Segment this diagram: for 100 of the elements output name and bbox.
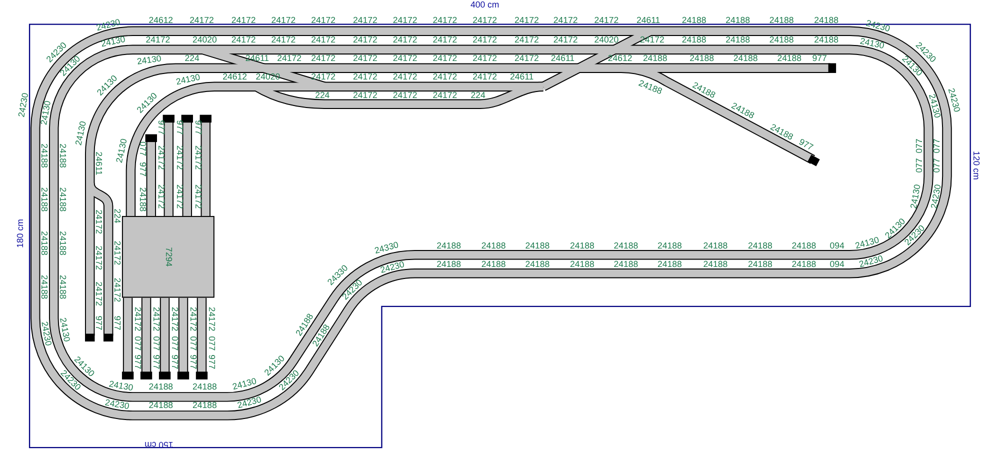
part-number: 24172 [514, 54, 539, 63]
part-number: 24172 [353, 72, 378, 82]
part-number: 24188 [703, 242, 728, 251]
part-number: 977 [206, 354, 216, 370]
part-number: 24230 [380, 260, 406, 275]
part-number: 24611 [550, 54, 575, 63]
part-number: 24020 [256, 72, 280, 82]
part-number: 24020 [594, 36, 619, 44]
part-number: 24172 [151, 306, 160, 332]
part-number: 077 [138, 142, 147, 156]
part-number: 24230 [930, 184, 943, 210]
part-number: 24172 [392, 16, 418, 25]
part-number: 24172 [392, 72, 418, 82]
part-number: 24172 [472, 36, 498, 44]
part-number: 077 [170, 336, 178, 351]
part-number: 24172 [190, 16, 214, 25]
part-number: 24172 [94, 246, 103, 270]
part-number: 24172 [156, 145, 165, 170]
part-number: 24188 [658, 260, 682, 269]
part-number: 224 [184, 54, 200, 63]
part-number: 24188 [690, 54, 714, 63]
part-number: 24188 [814, 36, 839, 44]
part-number: 24172 [271, 16, 296, 25]
part-number: 24172 [353, 54, 378, 63]
part-number: 24188 [682, 36, 706, 44]
part-number: 24130 [58, 317, 71, 343]
part-number: 24172 [392, 90, 418, 100]
part-number: 24172 [353, 90, 378, 100]
part-number: 24172 [472, 54, 498, 63]
dimension-label: 150 cm [144, 440, 174, 449]
part-number: 24230 [946, 87, 962, 114]
part-number: 24188 [58, 144, 67, 168]
part-number: 24188 [40, 144, 48, 168]
part-number: 24172 [311, 16, 336, 25]
part-number: 24188 [792, 260, 816, 269]
part-number: 977 [156, 120, 165, 135]
part-number: 24188 [792, 242, 816, 251]
part-number: 24172 [94, 282, 103, 306]
part-number: 977 [174, 120, 184, 135]
part-number: 977 [170, 354, 178, 370]
part-number: 977 [151, 354, 160, 370]
part-number: 24188 [40, 231, 48, 256]
part-number: 24611 [510, 72, 534, 82]
part-number: 24130 [115, 138, 129, 164]
part-number: 077 [206, 336, 216, 351]
part-number: 094 [830, 260, 844, 269]
part-number: 24188 [481, 260, 506, 269]
part-number: 24188 [814, 16, 839, 25]
part-number: 24188 [436, 242, 462, 251]
part-number: 224 [315, 90, 330, 100]
part-number: 24188 [682, 16, 706, 25]
part-number: 24188 [769, 16, 794, 25]
part-number: 24188 [192, 401, 217, 410]
part-number: 24172 [231, 16, 256, 25]
part-number: 24172 [192, 145, 202, 170]
part-number: 977 [188, 354, 197, 370]
part-number: 24611 [245, 54, 270, 63]
part-number: 24612 [222, 72, 247, 82]
part-number: 24188 [525, 242, 550, 251]
part-number: 24188 [40, 274, 48, 300]
part-number: 24130 [232, 376, 258, 392]
part-number: 24188 [58, 274, 67, 300]
dimension-label: 400 cm [470, 0, 500, 10]
part-number: 24188 [614, 242, 638, 251]
part-number: 24230 [40, 320, 52, 346]
part-number: 24172 [311, 36, 336, 44]
part-number: 24188 [726, 36, 750, 44]
part-number: 24230 [236, 395, 262, 410]
part-number: 24130 [909, 184, 922, 210]
part-number: 24172 [640, 36, 664, 44]
part-number: 24188 [748, 260, 772, 269]
part-number: 24611 [94, 152, 103, 176]
part-number: 977 [812, 54, 827, 63]
part-number: 24188 [570, 242, 594, 251]
part-number: 24130 [136, 54, 162, 66]
part-number: 24188 [748, 242, 772, 251]
part-number: 24172 [112, 278, 122, 302]
part-number: 24230 [104, 398, 130, 412]
part-number: 24172 [146, 36, 170, 44]
part-number: 24230 [16, 92, 30, 118]
part-number: 24172 [174, 145, 184, 170]
part-number: 24188 [614, 260, 638, 269]
part-number: 094 [830, 242, 844, 251]
part-number: 977 [132, 354, 142, 370]
part-number: 24172 [432, 54, 458, 63]
part-number: 24172 [432, 72, 458, 82]
part-number: 24172 [553, 16, 578, 25]
part-number: 077 [132, 336, 142, 351]
part-number: 24172 [132, 306, 142, 332]
part-number: 24188 [148, 401, 174, 410]
part-number: 24188 [58, 231, 67, 256]
part-number: 24612 [608, 54, 632, 63]
part-number: 24188 [777, 54, 802, 63]
part-number: 24188 [192, 382, 217, 392]
part-number: 24611 [636, 16, 660, 25]
part-number: 24130 [40, 100, 52, 126]
part-number: 24172 [392, 36, 418, 44]
part-number: 24172 [174, 184, 184, 209]
part-number: 224 [470, 90, 486, 100]
part-number: 24188 [642, 54, 668, 63]
